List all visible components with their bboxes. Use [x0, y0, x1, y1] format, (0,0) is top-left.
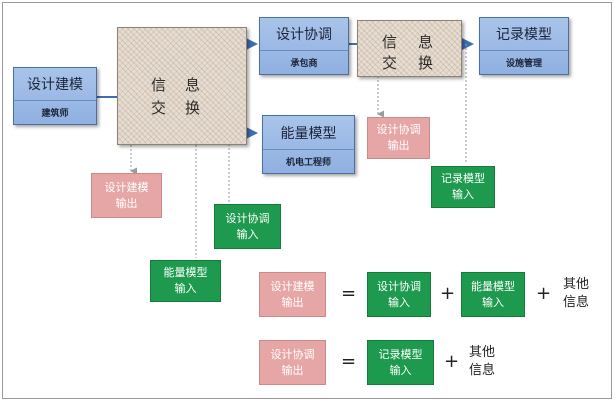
exchange-char: 交	[382, 54, 398, 72]
design-coord-input-box: 设计协调输入	[214, 204, 281, 249]
box-label: 设计协调输入	[225, 211, 270, 241]
record-model-input-box: 记录模型输入	[431, 166, 495, 208]
plus-sign: +	[444, 351, 460, 372]
design-model-output-box: 设计建模输出	[91, 173, 162, 218]
node-title: 设计建模	[14, 68, 96, 102]
exchange-char: 换	[185, 99, 201, 117]
design-coord-output-box: 设计协调输出	[367, 117, 430, 159]
node-title: 设计协调	[260, 18, 348, 52]
exchange-char: 交	[151, 99, 167, 117]
node-title: 能量模型	[263, 116, 354, 151]
equals-sign: =	[341, 351, 357, 372]
exchange-char: 息	[418, 33, 434, 51]
node-energy-model: 能量模型 机电工程师	[262, 115, 355, 174]
equation1-term-b: 能量模型输入	[461, 272, 525, 317]
node-title: 记录模型	[480, 18, 568, 52]
node-design-modeling: 设计建模 建筑师	[13, 67, 97, 125]
energy-model-input-box: 能量模型输入	[150, 260, 221, 302]
box-label: 设计协调输入	[377, 279, 421, 309]
node-role: 设施管理	[505, 58, 542, 69]
other-info-label: 其他信息	[468, 345, 495, 378]
info-exchange-box-2: 信 息 交 换	[357, 20, 462, 77]
node-role: 承包商	[290, 58, 318, 69]
box-label: 设计协调输出	[376, 123, 421, 152]
box-label: 能量模型输入	[471, 279, 515, 309]
node-role: 机电工程师	[285, 157, 331, 168]
node-role: 建筑师	[41, 108, 69, 119]
exchange-char: 息	[185, 76, 201, 94]
equation1-lhs: 设计建模输出	[259, 272, 326, 317]
exchange-char: 信	[151, 76, 167, 94]
exchange-char: 信	[382, 33, 398, 51]
plus-sign: +	[536, 283, 552, 304]
box-label: 记录模型输入	[378, 347, 423, 377]
other-info-label: 其他信息	[562, 277, 589, 310]
box-label: 记录模型输入	[441, 172, 485, 201]
exchange-char: 换	[418, 54, 434, 72]
info-exchange-box-1: 信 息 交 换	[117, 27, 247, 145]
equals-sign: =	[341, 283, 357, 304]
equation2-lhs: 设计协调输出	[259, 340, 326, 385]
box-label: 设计建模输出	[104, 180, 149, 210]
plus-sign: +	[440, 283, 456, 304]
box-label: 设计协调输出	[270, 347, 315, 377]
node-record-model: 记录模型 设施管理	[479, 17, 569, 75]
equation1-term-a: 设计协调输入	[367, 272, 431, 317]
equation2-term-a: 记录模型输入	[367, 340, 434, 385]
node-design-coordination: 设计协调 承包商	[259, 17, 349, 75]
box-label: 能量模型输入	[163, 266, 208, 295]
box-label: 设计建模输出	[270, 279, 315, 309]
